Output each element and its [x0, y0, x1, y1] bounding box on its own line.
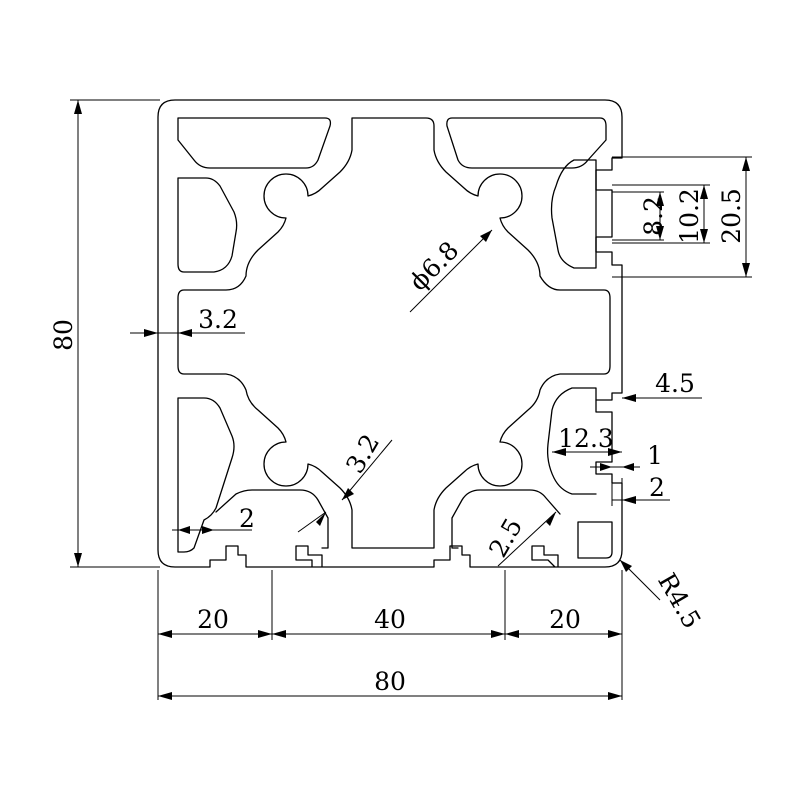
label-spacing-left: 20: [197, 605, 229, 634]
label-spacing-right: 20: [549, 605, 581, 634]
label-wall-thickness: 3.2: [198, 305, 238, 334]
label-lip-thickness: 4.5: [655, 369, 695, 398]
label-center-bore: ϕ6.8: [404, 236, 465, 297]
label-bottom-lip: 2: [239, 504, 255, 533]
label-web-thickness: 3.2: [340, 429, 385, 478]
label-lip-offset-1: 1: [647, 441, 663, 470]
dimension-labels: 80 20 40 20 80 3.2 ϕ6.8 3.2 2 2.5 8.2 10…: [49, 188, 746, 696]
label-spacing-middle: 40: [374, 605, 406, 634]
cavity-center: [177, 117, 611, 549]
label-lip-offset-2: 2: [649, 473, 665, 502]
label-slot-neck: 10.2: [675, 188, 704, 244]
label-slot-width: 20.5: [717, 188, 746, 244]
label-corner-radius: R4.5: [652, 568, 706, 633]
cavity-bottom-right: [577, 521, 613, 559]
bottom-slot-lip-left: [215, 489, 329, 549]
label-overall-height: 80: [49, 319, 78, 351]
label-slot-depth: 12.3: [558, 424, 614, 453]
label-overall-width: 80: [374, 667, 406, 696]
cavity-top-left: [177, 117, 332, 169]
label-slot-opening: 8.2: [639, 196, 668, 236]
cavity-right-top: [550, 159, 597, 269]
label-slot-web: 2.5: [483, 513, 528, 562]
dimension-lines: [70, 99, 752, 700]
cavity-top-right: [446, 117, 607, 169]
cavity-left-bottom: [177, 397, 235, 553]
right-slot-lip: [546, 387, 597, 495]
cavity-left-top: [177, 177, 238, 273]
bottom-slot-lip-right: [451, 489, 561, 549]
